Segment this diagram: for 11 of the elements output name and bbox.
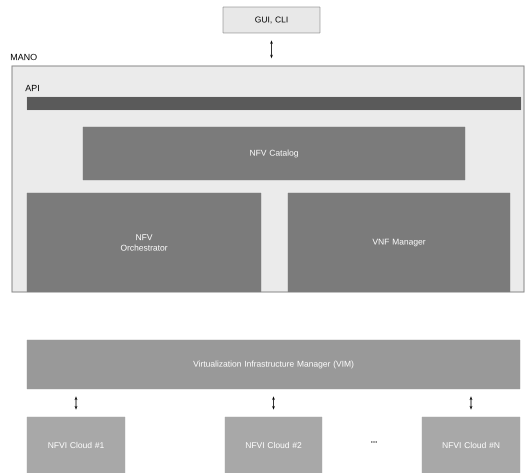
manager-box: VNF Manager bbox=[288, 192, 510, 292]
cloud-box: NFVI Cloud #N bbox=[422, 416, 520, 473]
vim-bar: Virtualization Infrastructure Manager (VIM) bbox=[26, 340, 520, 390]
node-label: MANO bbox=[10, 54, 37, 60]
api-bar: API bbox=[25, 84, 522, 110]
orchestrator-box: NFV Orchestrator bbox=[26, 192, 262, 292]
cloud-box: NFVI Cloud #2 bbox=[224, 416, 322, 473]
node-label: API bbox=[25, 84, 39, 92]
cloud-box: NFVI Cloud #1 bbox=[26, 416, 126, 473]
catalog-box: NFV Catalog bbox=[82, 126, 466, 180]
interface-box: GUI, CLI bbox=[222, 6, 320, 34]
